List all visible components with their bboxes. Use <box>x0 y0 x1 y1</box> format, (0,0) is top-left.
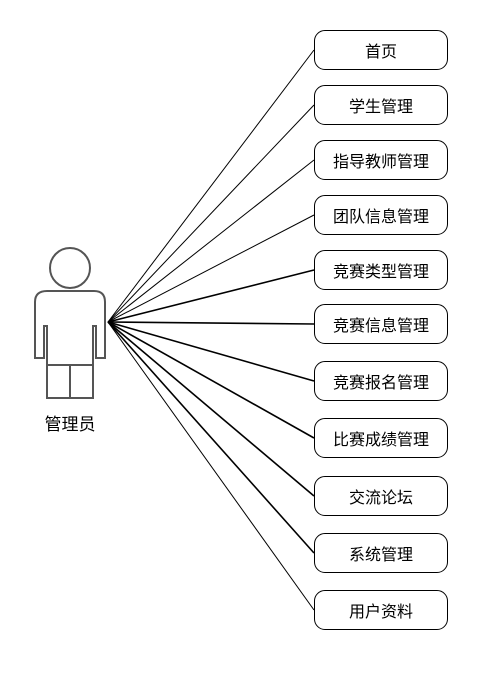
association-line <box>107 321 315 382</box>
actor-head <box>49 247 91 289</box>
association-line <box>107 321 315 611</box>
usecase-advisor-management[interactable]: 指导教师管理 <box>314 140 448 180</box>
usecase-competition-registration-management[interactable]: 竞赛报名管理 <box>314 361 448 401</box>
actor-figure <box>34 247 106 399</box>
association-line <box>107 159 315 323</box>
usecase-forum[interactable]: 交流论坛 <box>314 476 448 516</box>
actor-label: 管理员 <box>44 415 96 435</box>
usecase-student-management[interactable]: 学生管理 <box>314 85 448 125</box>
usecase-competition-info-management[interactable]: 竞赛信息管理 <box>314 304 448 344</box>
association-line <box>107 49 315 323</box>
association-line <box>107 321 315 554</box>
association-line <box>107 214 315 323</box>
association-line <box>107 321 315 497</box>
usecase-competition-type-management[interactable]: 竞赛类型管理 <box>314 250 448 290</box>
association-line <box>107 321 315 439</box>
association-line <box>107 321 315 325</box>
usecase-user-profile[interactable]: 用户资料 <box>314 590 448 630</box>
association-line <box>107 104 315 323</box>
actor-body <box>34 290 106 399</box>
association-line <box>107 269 315 323</box>
usecase-score-management[interactable]: 比赛成绩管理 <box>314 418 448 458</box>
usecase-team-info-management[interactable]: 团队信息管理 <box>314 195 448 235</box>
association-lines <box>107 49 315 611</box>
usecase-home[interactable]: 首页 <box>314 30 448 70</box>
usecase-system-management[interactable]: 系统管理 <box>314 533 448 573</box>
